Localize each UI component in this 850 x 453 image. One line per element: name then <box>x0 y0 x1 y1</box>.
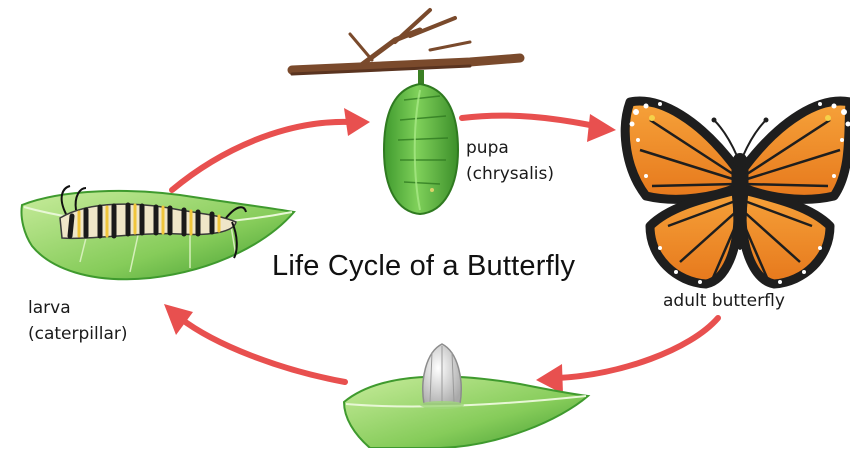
pupa-sublabel: (chrysalis) <box>466 164 554 184</box>
butterfly-icon <box>625 101 850 284</box>
arrow-egg-to-larva <box>164 304 345 382</box>
arrow-larva-to-pupa <box>172 108 370 190</box>
branch-icon <box>292 10 520 74</box>
adult-label: adult butterfly <box>663 291 785 311</box>
larva-sublabel: (caterpillar) <box>28 324 128 344</box>
chrysalis-icon <box>384 70 458 214</box>
diagram-title: Life Cycle of a Butterfly <box>272 250 575 283</box>
arrow-adult-to-egg <box>536 318 718 394</box>
larva-label: larva <box>28 298 71 318</box>
pupa-label: pupa <box>466 138 509 158</box>
egg-icon <box>420 344 464 409</box>
